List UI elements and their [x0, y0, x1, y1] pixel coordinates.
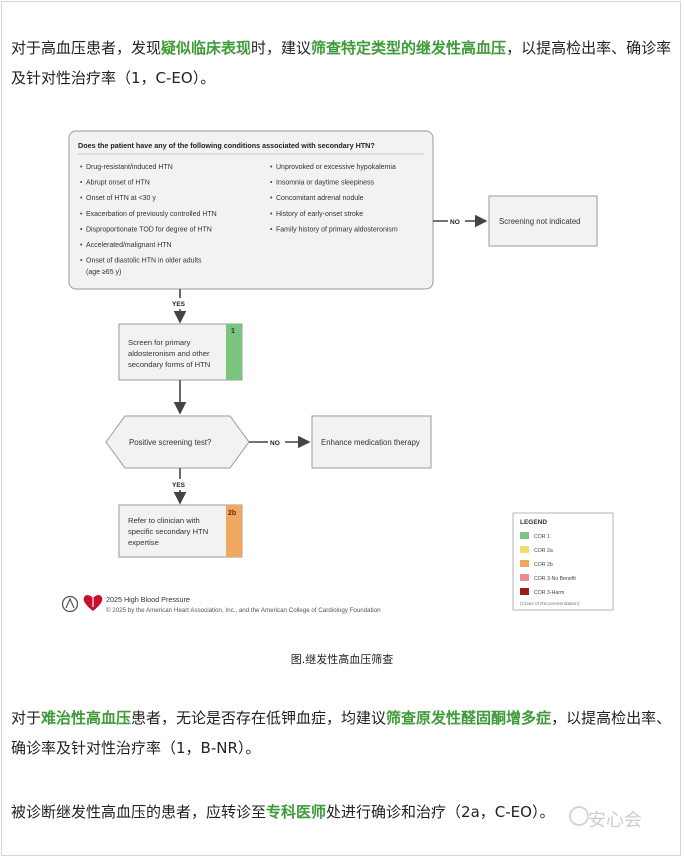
legend-label: COR 2b: [534, 562, 553, 568]
legend-title: LEGEND: [520, 519, 547, 526]
condition-item: Exacerbation of previously controlled HT…: [86, 211, 217, 218]
refer-line: specific secondary HTN: [128, 527, 208, 536]
paragraph-1: 对于高血压患者，发现疑似临床表现时，建议筛查特定类型的继发性高血压，以提高检出率…: [11, 33, 675, 93]
aha-logo: [61, 595, 79, 613]
highlight-term: 筛查特定类型的继发性高血压: [311, 39, 507, 57]
screen-line: secondary forms of HTN: [128, 360, 210, 369]
yes-label-bg-2: [170, 479, 190, 490]
refer-text: Refer to clinician with specific secondar…: [128, 516, 208, 547]
bullet-icon: •: [80, 195, 83, 202]
legend-swatch: [520, 560, 529, 567]
condition-item: Family history of primary aldosteronism: [276, 226, 398, 233]
bullet-icon: •: [80, 258, 83, 265]
no-label-1: NO: [450, 219, 460, 226]
highlight-term: 难治性高血压: [41, 709, 132, 727]
bullet-icon: •: [270, 164, 273, 171]
question-title: Does the patient have any of the followi…: [78, 141, 375, 150]
condition-item: History of early-onset stroke: [276, 211, 363, 218]
text-segment: 对于高血压患者，发现: [11, 39, 162, 57]
bullet-icon: •: [270, 195, 273, 202]
yes-label-1: YES: [172, 301, 186, 308]
yes-label-bg-1: [170, 298, 190, 309]
bullet-icon: •: [270, 211, 273, 218]
yes-label-2: YES: [172, 482, 186, 489]
text-segment: 被诊断继发性高血压的患者，应转诊至: [11, 803, 267, 821]
screen-line: aldosteronism and other: [128, 349, 210, 358]
footer-line1: 2025 High Blood Pressure: [106, 595, 190, 604]
legend-box: [512, 512, 614, 611]
right-conditions-list: •Unprovoked or excessive hypokalemia•Ins…: [270, 164, 398, 233]
legend-swatch: [520, 532, 529, 539]
footer-line2: © 2025 by the American Heart Association…: [106, 607, 381, 614]
legend-footnote: (Class of Recommendation): [520, 601, 580, 607]
bullet-icon: •: [80, 164, 83, 171]
highlight-term: 筛查原发性醛固酮增多症: [386, 709, 552, 727]
legend-swatch: [520, 546, 529, 553]
refer-cor-label: 2b: [228, 510, 236, 517]
enhance-text: Enhance medication therapy: [321, 438, 420, 447]
text-segment: 处进行确诊和治疗（2a，C-EO）。: [326, 803, 555, 821]
legend-label: COR 3-No Benefit: [534, 576, 576, 582]
condition-item: (age ≥65 y): [86, 269, 121, 276]
refer-line: Refer to clinician with: [128, 516, 200, 525]
bullet-icon: •: [80, 180, 83, 187]
figure-caption: 图.继发性高血压筛查: [290, 653, 394, 666]
flowchart: Does the patient have any of the followi…: [61, 130, 614, 614]
condition-item: Insomnia or daytime sleepiness: [276, 180, 375, 187]
text-segment: ，以提高检出率、确诊率及针对性治疗率（1，B-NR）。: [11, 709, 672, 757]
screen-text: Screen for primary aldosteronism and othe…: [128, 338, 210, 369]
refer-box: [118, 504, 243, 558]
bullet-icon: •: [270, 180, 273, 187]
condition-item: Accelerated/malignant HTN: [86, 242, 172, 249]
screen-cor-bar: [226, 324, 242, 380]
question-box: [68, 130, 434, 290]
legend-label: COR 2a: [534, 548, 553, 554]
screen-line: Screen for primary: [128, 338, 191, 347]
no-label-2: NO: [270, 440, 280, 447]
screen-cor-label: 1: [231, 328, 235, 335]
condition-item: Unprovoked or excessive hypokalemia: [276, 164, 396, 171]
no-label-bg-1: [448, 215, 465, 227]
text-segment: 患者，无论是否存在低钾血症，均建议: [131, 709, 387, 727]
bullet-icon: •: [80, 242, 83, 249]
highlight-term: 疑似临床表现: [161, 39, 252, 57]
not-indicated-box: [488, 195, 598, 247]
no-label-bg-2: [268, 436, 285, 448]
text-segment: ，以提高检出率、确诊率及针对性治疗率（1，C-EO）。: [11, 39, 672, 87]
text-segment: 对于: [11, 709, 42, 727]
bullet-icon: •: [80, 226, 83, 233]
legend-swatch: [520, 588, 529, 595]
refer-cor-bar: [226, 505, 242, 557]
bullet-icon: •: [80, 211, 83, 218]
screen-box: [118, 323, 243, 381]
enhance-box: [311, 415, 432, 469]
watermark-text: 安心会: [588, 810, 642, 831]
decision-text: Positive screening test?: [129, 438, 212, 447]
condition-item: Drug-resistant/induced HTN: [86, 164, 173, 171]
not-indicated-text: Screening not indicated: [499, 217, 581, 226]
condition-item: Disproportionate TOD for degree of HTN: [86, 226, 212, 233]
legend-label: COR 3-Harm: [534, 590, 564, 596]
condition-item: Concomitant adrenal nodule: [276, 195, 364, 202]
bullet-icon: •: [270, 226, 273, 233]
refer-line: expertise: [128, 538, 159, 547]
condition-item: Abrupt onset of HTN: [86, 180, 150, 187]
text-segment: 时，建议: [251, 39, 312, 57]
watermark-icon: [569, 806, 589, 826]
paragraph-2: 对于难治性高血压患者，无论是否存在低钾血症，均建议筛查原发性醛固酮增多症，以提高…: [11, 703, 675, 763]
condition-item: Onset of HTN at <30 y: [86, 195, 156, 202]
legend-swatch: [520, 574, 529, 581]
left-conditions-list: •Drug-resistant/induced HTN•Abrupt onset…: [80, 164, 217, 276]
legend-label: COR 1: [534, 534, 550, 540]
heart-torch-logo: [83, 594, 103, 611]
condition-item: Onset of diastolic HTN in older adults: [86, 258, 202, 265]
highlight-term: 专科医师: [266, 803, 327, 821]
paragraph-3: 被诊断继发性高血压的患者，应转诊至专科医师处进行确诊和治疗（2a，C-EO）。: [11, 797, 675, 827]
